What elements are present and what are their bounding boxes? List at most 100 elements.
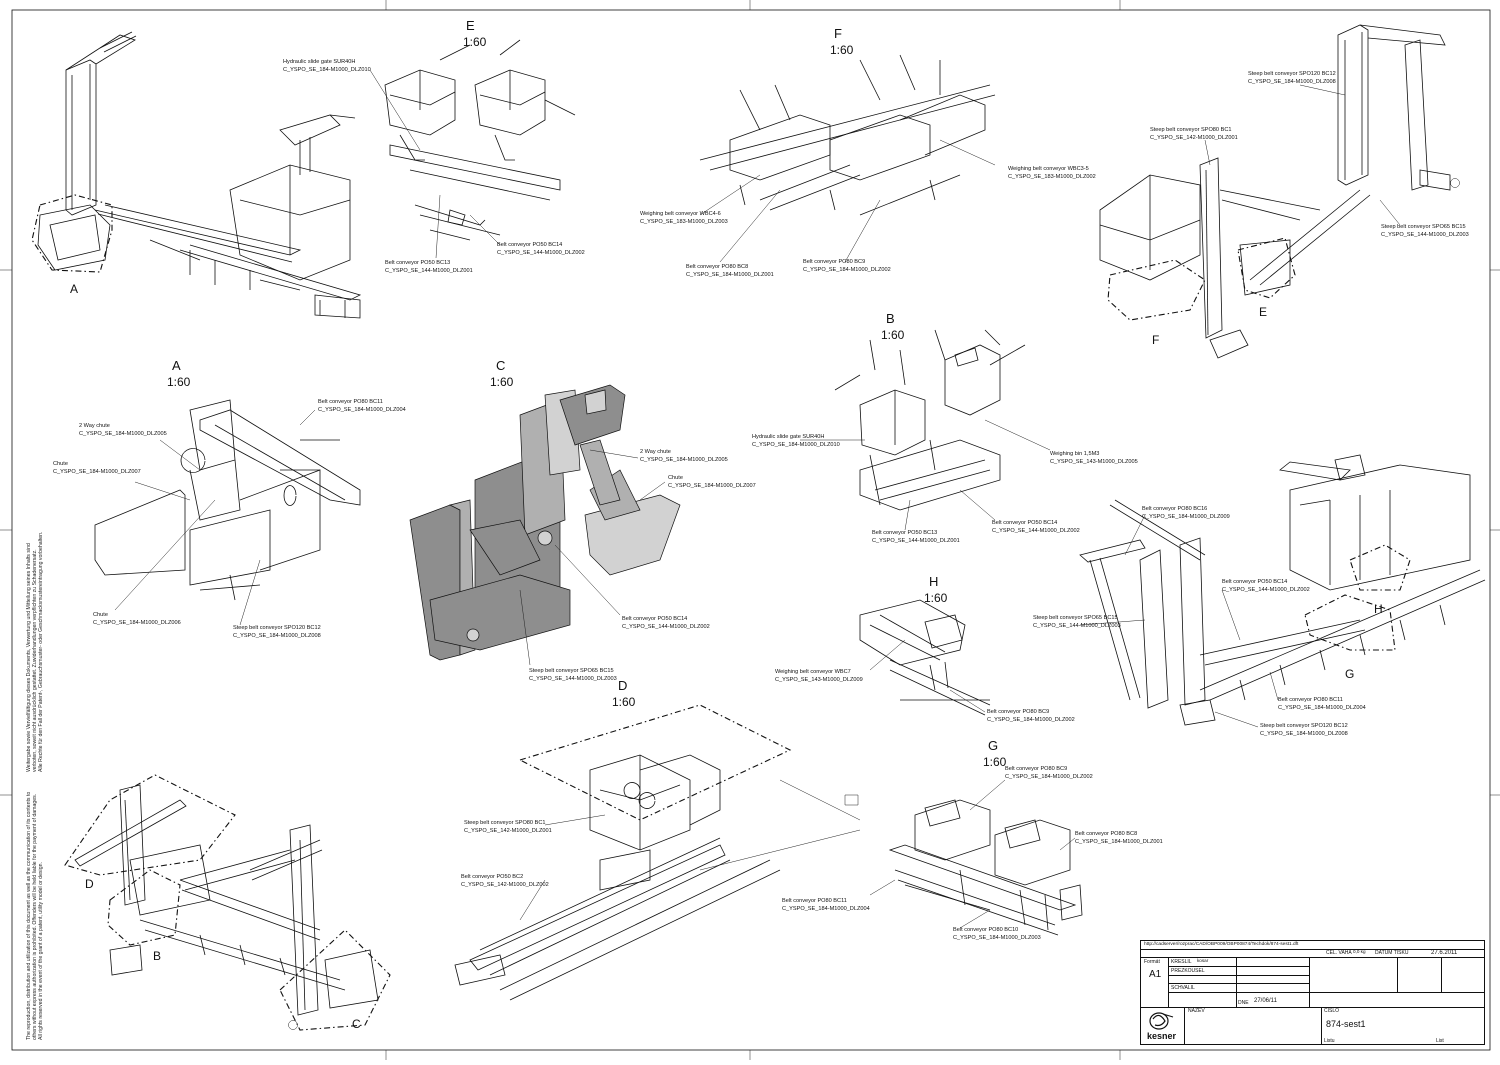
- disclaimer-en: The reproduction, distribution and utili…: [26, 792, 45, 1040]
- view-b: B 1:60 Hydraulic slide gate SUR40H C_YSP…: [752, 311, 1138, 544]
- view-g-scale: 1:60: [983, 755, 1007, 769]
- view-d-scale: 1:60: [612, 695, 636, 709]
- label-b-bc14: Belt conveyor PO50 BC14: [992, 520, 1057, 526]
- code-mr-bc14: C_YSPO_SE_144-M1000_DLZ002: [1222, 587, 1310, 593]
- format-label: Formát: [1144, 959, 1160, 965]
- label-f-bc8: Belt conveyor PO80 BC8: [686, 264, 748, 270]
- detail-boundary-d: [64, 774, 236, 876]
- view-f-letter: F: [834, 26, 842, 41]
- view-g: G 1:60 Belt conveyor PO80 BC9 C_YSPO_SE_…: [782, 738, 1163, 941]
- view-b-scale: 1:60: [881, 328, 905, 342]
- name-label: NAZEV: [1188, 1008, 1205, 1014]
- label-a-spo120: Steep belt conveyor SPO120 BC12: [233, 625, 321, 631]
- print-date-label: DATUM TISKU: [1375, 950, 1409, 956]
- code-f-bc9: C_YSPO_SE_184-M1000_DLZ002: [803, 267, 891, 273]
- code-g-bc9: C_YSPO_SE_184-M1000_DLZ002: [1005, 774, 1093, 780]
- code-mr-spo65: C_YSPO_SE_144-M1000_DLZ003: [1033, 623, 1121, 629]
- code-b-bc14: C_YSPO_SE_144-M1000_DLZ002: [992, 528, 1080, 534]
- company-name: kesner: [1147, 1031, 1177, 1041]
- detail-marker-f: F: [1152, 333, 1159, 347]
- approved-label: SCHVALIL: [1171, 985, 1195, 991]
- overview-mid-right: H G Belt conveyor PO80 BC16 C_YSPO_SE_18…: [1033, 454, 1486, 737]
- label-a-bc11: Belt conveyor PO80 BC11: [318, 399, 383, 405]
- code-f-wbc46: C_YSPO_SE_183-M1000_DLZ003: [640, 219, 728, 225]
- view-h-letter: H: [929, 574, 938, 589]
- view-h-scale: 1:60: [924, 591, 948, 605]
- view-d-letter: D: [618, 678, 627, 693]
- detail-boundary-e: [1237, 237, 1296, 299]
- view-e-letter: E: [466, 18, 475, 33]
- code-e-slide-gate: C_YSPO_SE_184-M1000_DLZ010: [283, 67, 371, 73]
- detail-boundary-g: [1349, 544, 1411, 591]
- label-c-chute: Chute: [668, 475, 683, 481]
- code-a-bc11: C_YSPO_SE_184-M1000_DLZ004: [318, 407, 406, 413]
- drawn-by: kosar: [1197, 958, 1209, 963]
- view-b-letter: B: [886, 311, 895, 326]
- detail-boundary-h: [1304, 594, 1396, 651]
- view-c: C 1:60 2 Way chute C_YSPO_SE_184-M1000_D…: [409, 358, 756, 682]
- sheet-label: Listu: [1324, 1038, 1335, 1044]
- weight-label: CEL. VAHA: [1326, 950, 1352, 956]
- label-h-bc9: Belt conveyor PO80 BC9: [987, 709, 1049, 715]
- label-tr-spo65: Steep belt conveyor SPO65 BC15: [1381, 224, 1466, 230]
- date-value: 27/06/11: [1254, 998, 1277, 1004]
- checked-label: PREZKOUSEL: [1171, 968, 1205, 974]
- label-g-bc11: Belt conveyor PO80 BC11: [782, 898, 847, 904]
- code-mr-bc16: C_YSPO_SE_184-M1000_DLZ009: [1142, 514, 1230, 520]
- label-e-bc13: Belt conveyor PO50 BC13: [385, 260, 450, 266]
- kesner-logo-icon: [1149, 1012, 1174, 1030]
- sheets-label: List: [1436, 1038, 1444, 1044]
- view-c-scale: 1:60: [490, 375, 514, 389]
- code-tr-spo65: C_YSPO_SE_144-M1000_DLZ003: [1381, 232, 1469, 238]
- label-tr-spo80: Steep belt conveyor SPO80 BC1: [1150, 127, 1231, 133]
- detail-marker-b: B: [153, 949, 161, 963]
- overview-top-left: A: [31, 31, 362, 319]
- detail-boundary-c: [279, 929, 391, 1031]
- title-block: http://cadserver/rozprac/CAD/OBP009/OBP0…: [1140, 940, 1485, 1045]
- print-date: 27.6.2011: [1431, 950, 1458, 956]
- code-h-wbc7: C_YSPO_SE_143-M1000_DLZ009: [775, 677, 863, 683]
- detail-boundary-f: [1107, 259, 1206, 321]
- label-c-bc14: Belt conveyor PO50 BC14: [622, 616, 687, 622]
- label-mr-bc16: Belt conveyor PO80 BC16: [1142, 506, 1207, 512]
- label-h-wbc7: Weighing belt conveyor WBC7: [775, 669, 851, 675]
- code-e-bc13: C_YSPO_SE_144-M1000_DLZ001: [385, 268, 473, 274]
- label-b-bc13: Belt conveyor PO50 BC13: [872, 530, 937, 536]
- view-e: E 1:60 Hydraulic slide gate SUR40H C_YSP…: [283, 18, 585, 274]
- label-b-bin: Weighing bin 1,5M3: [1050, 451, 1099, 457]
- disclaimer-de-line-3: Alle Rechte für den Fall der Patent-, Ge…: [38, 531, 45, 772]
- company-logo: [1141, 1007, 1185, 1045]
- label-g-bc10: Belt conveyor PO80 BC10: [953, 927, 1018, 933]
- code-g-bc11: C_YSPO_SE_184-M1000_DLZ004: [782, 906, 870, 912]
- detail-marker-a: A: [70, 282, 78, 296]
- code-g-bc8: C_YSPO_SE_184-M1000_DLZ001: [1075, 839, 1163, 845]
- overview-top-right: F E Steep belt conveyor SPO120 BC12 C_YS…: [1099, 24, 1469, 359]
- label-mr-bc11: Belt conveyor PO80 BC11: [1278, 697, 1343, 703]
- overview-bottom-left: D B C: [64, 774, 391, 1031]
- drawn-label: KRESLIL: [1171, 959, 1192, 965]
- date-label: DNE: [1238, 1000, 1249, 1006]
- code-mr-bc11: C_YSPO_SE_184-M1000_DLZ004: [1278, 705, 1366, 711]
- code-c-spo65: C_YSPO_SE_144-M1000_DLZ003: [529, 676, 617, 682]
- file-path: http://cadserver/rozprac/CAD/OBP009/OBP0…: [1144, 942, 1299, 947]
- detail-marker-h: H: [1374, 602, 1383, 616]
- label-mr-spo120: Steep belt conveyor SPO120 BC12: [1260, 723, 1348, 729]
- label-d-spo80: Steep belt conveyor SPO80 BC1: [464, 820, 545, 826]
- label-e-slide-gate: Hydraulic slide gate SUR40H: [283, 59, 355, 65]
- view-a-letter: A: [172, 358, 181, 373]
- detail-boundary-b: [107, 869, 181, 946]
- label-e-bc14: Belt conveyor PO50 BC14: [497, 242, 562, 248]
- code-a-2way: C_YSPO_SE_184-M1000_DLZ005: [79, 431, 167, 437]
- view-h: H 1:60 Weighing belt conveyor WBC7 C_YSP…: [775, 574, 1075, 723]
- label-a-2way: 2 Way chute: [79, 423, 110, 429]
- view-c-letter: C: [496, 358, 505, 373]
- code-a-chute6: C_YSPO_SE_184-M1000_DLZ006: [93, 620, 181, 626]
- disclaimer-en-line-3: All rights reserved in the event of the …: [38, 862, 45, 1040]
- label-mr-spo65: Steep belt conveyor SPO65 BC15: [1033, 615, 1118, 621]
- code-b-bc13: C_YSPO_SE_144-M1000_DLZ001: [872, 538, 960, 544]
- view-g-letter: G: [988, 738, 998, 753]
- label-mr-bc14: Belt conveyor PO50 BC14: [1222, 579, 1287, 585]
- view-d-outline: [518, 704, 792, 821]
- code-f-bc8: C_YSPO_SE_184-M1000_DLZ001: [686, 272, 774, 278]
